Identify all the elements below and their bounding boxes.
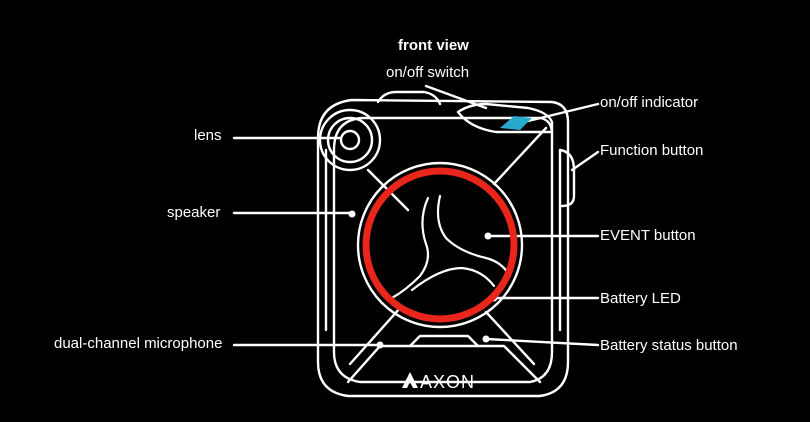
function-button[interactable] — [558, 148, 576, 208]
axon-logo-icon — [402, 372, 418, 388]
dot-battery-status — [482, 335, 490, 343]
event-glyph — [390, 194, 512, 300]
frame-line-tr — [492, 126, 548, 186]
dot-speaker — [348, 210, 356, 218]
brand-text: AXON — [420, 372, 475, 392]
frame-line-br — [484, 310, 536, 366]
leader-indicator — [522, 102, 600, 124]
label-battery-status-button: Battery status button — [600, 337, 738, 354]
label-microphone: dual-channel microphone — [54, 335, 223, 352]
label-battery-led: Battery LED — [600, 290, 681, 307]
leader-switch — [424, 84, 488, 110]
label-on-off-indicator: on/off indicator — [600, 94, 699, 111]
battery-led-ring — [362, 167, 518, 323]
label-event-button: EVENT button — [600, 227, 696, 244]
frame-line-bl — [348, 306, 402, 366]
lens-inner — [339, 129, 361, 151]
top-hump — [376, 90, 442, 106]
diagram-title: front view — [398, 37, 469, 54]
dot-microphone — [376, 341, 384, 349]
lens-outer — [318, 108, 382, 172]
on-off-switch[interactable] — [456, 102, 554, 134]
dot-event — [484, 232, 492, 240]
leader-function — [570, 150, 600, 172]
bottom-plate — [346, 344, 542, 384]
battery-status-button[interactable] — [408, 334, 480, 348]
label-speaker: speaker — [167, 204, 221, 221]
event-button[interactable] — [356, 161, 524, 329]
label-function-button: Function button — [600, 142, 704, 159]
leader-battery-status — [484, 337, 600, 347]
label-on-off-switch: on/off switch — [386, 64, 470, 81]
label-lens: lens — [194, 127, 222, 144]
lens-mid — [326, 116, 374, 164]
on-off-indicator — [500, 116, 532, 130]
